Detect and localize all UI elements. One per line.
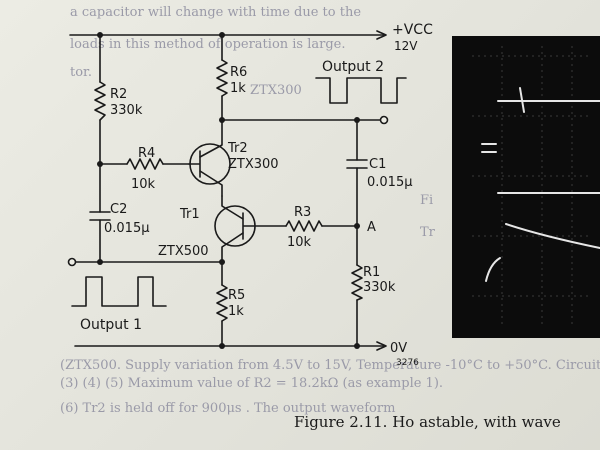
r2-name: R2	[110, 87, 127, 102]
node-a-label: A	[367, 220, 376, 235]
r1-name: R1	[363, 265, 380, 280]
svg-text:(ZTX500. Supply variation from: (ZTX500. Supply variation from 4.5V to 1…	[60, 358, 600, 373]
c1-capacitor	[346, 159, 368, 169]
c2-capacitor	[89, 211, 111, 221]
tr1-base	[242, 212, 287, 240]
tr2-part: ZTX300	[228, 157, 279, 172]
c1-name: C1	[369, 157, 386, 172]
r4-name: R4	[138, 146, 155, 161]
svg-text:tor.: tor.	[70, 65, 92, 80]
c1-value: 0.015μ	[367, 175, 413, 190]
tr1-emitter	[221, 232, 244, 286]
ov-label: 0V	[390, 341, 407, 356]
r5-value: 1k	[228, 304, 244, 319]
output2-waveform	[315, 77, 407, 104]
vcc-arrow	[376, 30, 387, 40]
junction-dots	[97, 32, 360, 349]
trace-left-marks	[481, 143, 497, 153]
output2-label: Output 2	[322, 59, 384, 75]
r3-value: 10k	[287, 235, 312, 250]
c2-value: 0.015μ	[104, 221, 150, 236]
r4-resistor	[126, 158, 164, 170]
output1-waveform	[71, 276, 167, 307]
oscilloscope-photo	[452, 36, 600, 338]
r1-resistor	[351, 264, 363, 301]
tr2-name: Tr2	[227, 141, 248, 156]
svg-text:Fi: Fi	[420, 193, 433, 208]
tr2-base	[188, 150, 201, 178]
r3-resistor	[285, 220, 323, 232]
tr2-collector	[199, 119, 223, 158]
ground-arrow	[376, 341, 387, 351]
tr1-name: Tr1	[179, 207, 200, 222]
c2-name: C2	[110, 202, 127, 217]
bleed-through-text: a capacitor will change with time due to…	[60, 5, 600, 416]
figure-caption: Figure 2.11. Ho astable, with wave	[294, 413, 561, 431]
vcc-value: 12V	[394, 39, 418, 53]
tr1-part: ZTX500	[158, 244, 209, 259]
terminals	[67, 115, 389, 267]
r5-resistor	[216, 284, 228, 322]
trace-top-short	[519, 87, 525, 113]
r6-resistor	[216, 59, 228, 97]
svg-text:(6) Tr2 is held off for 900μs: (6) Tr2 is held off for 900μs . The outp…	[60, 401, 395, 416]
r6-name: R6	[230, 65, 247, 80]
output1-label: Output 1	[80, 317, 142, 333]
tr1-collector	[221, 195, 244, 220]
r2-value: 330k	[110, 103, 143, 118]
svg-text:ZTX300: ZTX300	[250, 83, 302, 98]
r5-name: R5	[228, 288, 245, 303]
oscilloscope-traces	[472, 46, 600, 326]
r2-resistor	[94, 81, 106, 121]
tr2-emitter	[199, 170, 223, 197]
trace-rise	[485, 257, 501, 282]
r1-value: 330k	[363, 280, 396, 295]
trace-decay	[505, 223, 600, 249]
r6-value: 1k	[230, 81, 246, 96]
svg-text:a capacitor will change with t: a capacitor will change with time due to…	[70, 5, 361, 20]
svg-text:Tr: Tr	[420, 225, 436, 240]
r4-value: 10k	[131, 177, 156, 192]
svg-text:(3) (4) (5) Maximum value of R: (3) (4) (5) Maximum value of R2 = 18.2kΩ…	[60, 376, 443, 391]
r3-name: R3	[294, 205, 311, 220]
vcc-label: +VCC	[392, 22, 433, 38]
figure-number: 3276	[396, 358, 419, 368]
svg-text:loads in this method of operat: loads in this method of operation is lar…	[70, 37, 346, 52]
